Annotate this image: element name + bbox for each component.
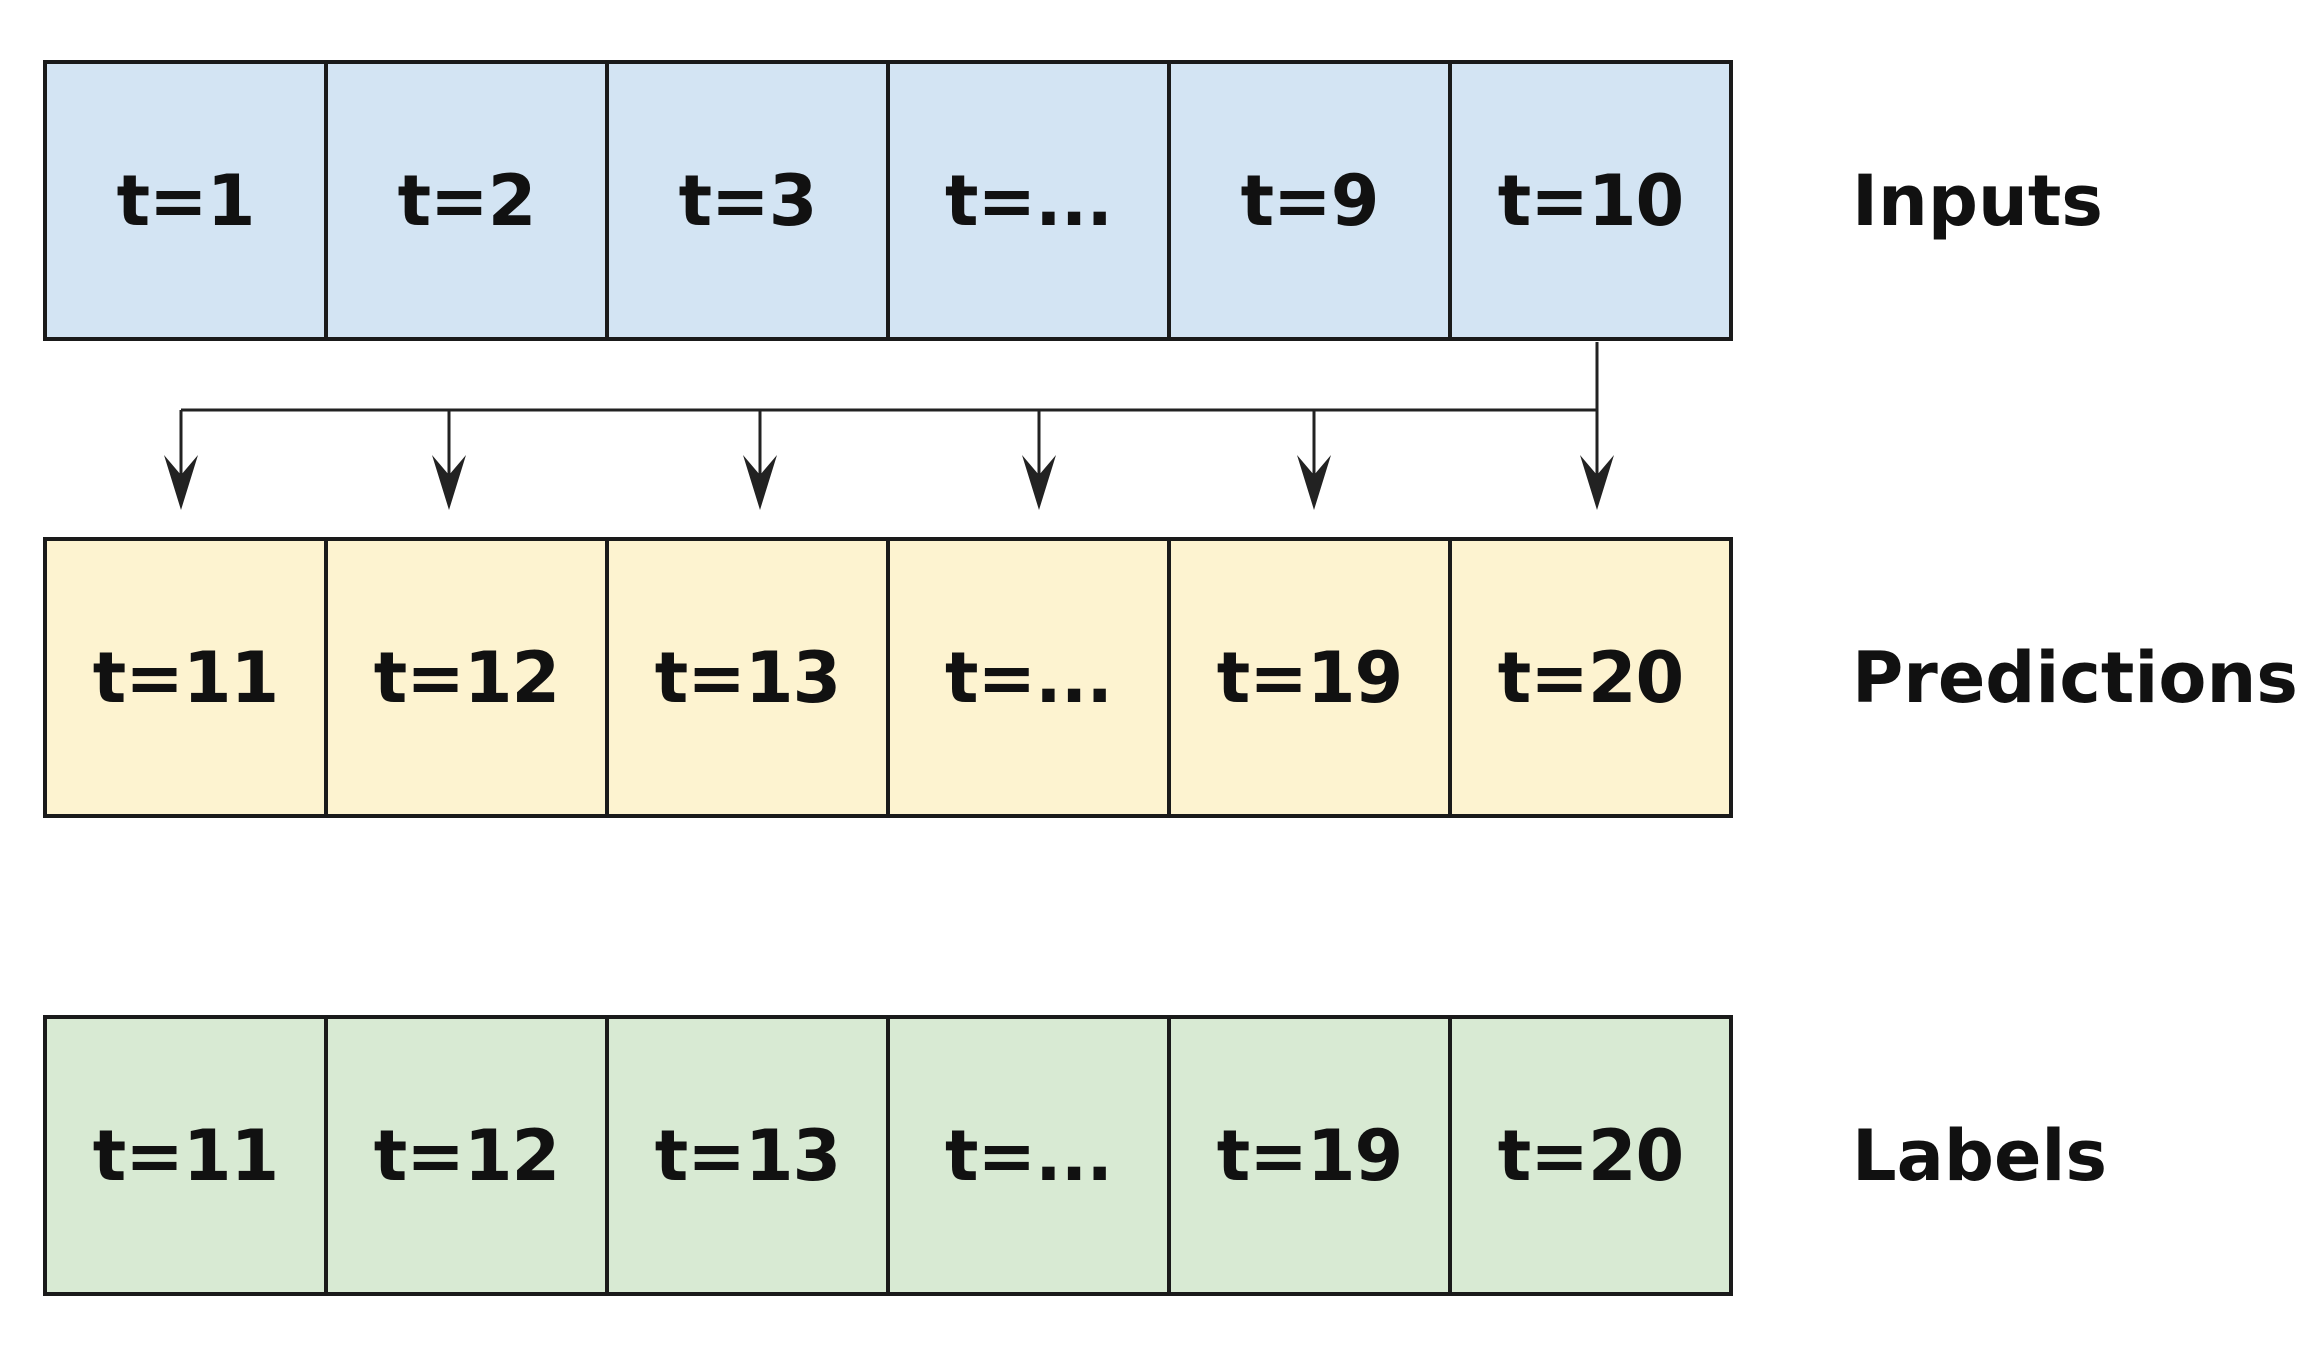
predictions-row: t=11 t=12 t=13 t=... t=19 t=20: [43, 537, 1733, 818]
arrow-head: [164, 455, 198, 510]
predictions-cell: t=11: [47, 541, 328, 814]
inputs-cell: t=2: [328, 64, 609, 337]
inputs-cell: t=...: [890, 64, 1171, 337]
arrow-head: [1022, 455, 1056, 510]
predictions-cell: t=20: [1497, 636, 1685, 719]
predictions-cell: t=12: [328, 541, 609, 814]
predictions-cell: t=13: [609, 541, 890, 814]
labels-cell: t=13: [609, 1019, 890, 1292]
labels-cell: t=11: [47, 1019, 328, 1292]
inputs-row: t=1 t=2 t=3 t=... t=9 t=10: [43, 60, 1733, 341]
arrow-head: [1297, 455, 1331, 510]
labels-cell: t=20: [1497, 1114, 1685, 1197]
labels-cell: t=19: [1171, 1019, 1452, 1292]
predictions-row-label: Predictions: [1852, 637, 2298, 719]
inputs-cell: t=3: [609, 64, 890, 337]
inputs-cell-last: t=10: [1497, 159, 1685, 242]
inputs-cell: t=9: [1171, 64, 1452, 337]
labels-cell: t=12: [328, 1019, 609, 1292]
arrow-head: [1580, 455, 1614, 510]
predictions-cell: t=19: [1171, 541, 1452, 814]
inputs-cell: t=1: [47, 64, 328, 337]
labels-row-label: Labels: [1852, 1115, 2108, 1197]
inputs-row-label: Inputs: [1852, 160, 2103, 242]
predictions-cell: t=...: [890, 541, 1171, 814]
arrow-head: [432, 455, 466, 510]
labels-row: t=11 t=12 t=13 t=... t=19 t=20: [43, 1015, 1733, 1296]
labels-cell: t=...: [890, 1019, 1171, 1292]
arrow-head: [743, 455, 777, 510]
